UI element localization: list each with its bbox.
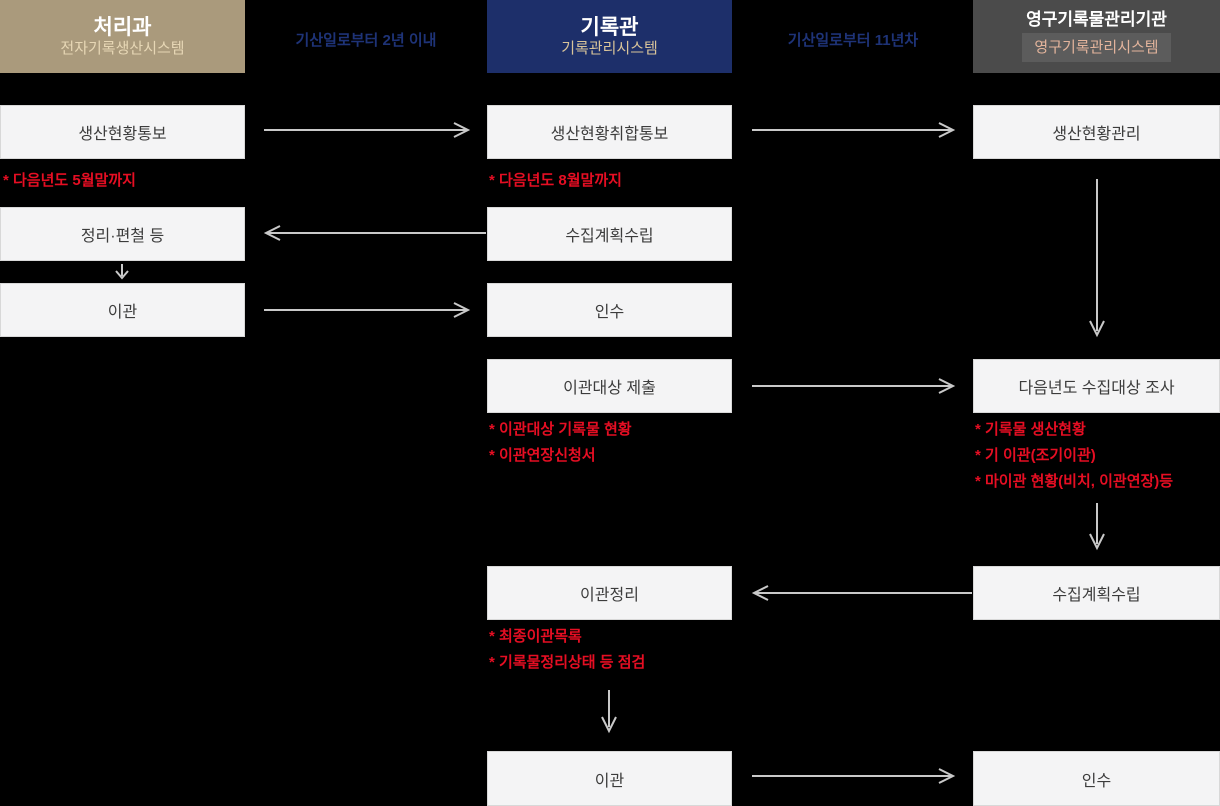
flow-box-transfer-arrangement: 이관정리 xyxy=(487,566,732,620)
arrow-down-arrangement-to-transfer-icon xyxy=(601,690,617,734)
flow-box-takeover-records-center: 인수 xyxy=(487,283,732,337)
header-records-center-title: 기록관 xyxy=(580,16,639,39)
flow-box-collection-plan-archives: 수집계획수립 xyxy=(973,566,1220,620)
note-final-transfer-list: * 최종이관목록 xyxy=(489,628,582,645)
flow-box-arrange-file: 정리·편철 등 xyxy=(0,207,245,261)
notes-next-year-collection-survey: * 기록물 생산현황 * 기 이관(조기이관) * 마이관 현황(비치, 이관연… xyxy=(975,417,1173,495)
arrow-down-management-to-survey-icon xyxy=(1089,179,1105,338)
note-already-transferred: * 기 이관(조기이관) xyxy=(975,447,1096,464)
notes-transfer-target-submission: * 이관대상 기록물 현황 * 이관연장신청서 xyxy=(489,417,632,469)
arrow-left-collection-plan-to-arrange-icon xyxy=(263,225,486,241)
flow-box-transfer-col1: 이관 xyxy=(0,283,245,337)
flow-box-next-year-collection-survey: 다음년도 수집대상 조사 xyxy=(973,359,1220,413)
header-processing-dept-title: 처리과 xyxy=(93,16,152,39)
flow-box-production-status-aggregate-report: 생산현황취합통보 xyxy=(487,105,732,159)
arrow-left-collection-plan-to-transfer-arrangement-icon xyxy=(751,585,972,601)
flow-box-transfer-col2: 이관 xyxy=(487,751,732,806)
header-archives-subtitle-badge: 영구기록관리시스템 xyxy=(1022,33,1171,62)
header-records-center-subtitle: 기록관리시스템 xyxy=(561,40,658,57)
header-records-center: 기록관 기록관리시스템 xyxy=(487,0,732,73)
note-records-arrangement-check: * 기록물정리상태 등 점검 xyxy=(489,654,646,671)
header-archives-title: 영구기록물관리기관 xyxy=(1026,10,1167,29)
notes-transfer-arrangement: * 최종이관목록 * 기록물정리상태 등 점검 xyxy=(489,624,645,676)
flow-box-production-status-management: 생산현황관리 xyxy=(973,105,1220,159)
note-by-end-of-may: * 다음년도 5월말까지 xyxy=(3,172,136,189)
header-processing-dept-subtitle: 전자기록생산시스템 xyxy=(60,40,185,57)
note-transfer-target-records-status: * 이관대상 기록물 현황 xyxy=(489,421,632,438)
flow-box-takeover-archives: 인수 xyxy=(973,751,1220,806)
flow-box-collection-plan-records-center: 수집계획수립 xyxy=(487,207,732,261)
header-processing-dept: 처리과 전자기록생산시스템 xyxy=(0,0,245,73)
note-untransferred-status: * 마이관 현황(비치, 이관연장)등 xyxy=(975,473,1174,490)
arrow-down-arrange-to-transfer-icon xyxy=(115,264,129,280)
arrow-right-report-to-aggregate-icon xyxy=(264,122,471,138)
arrow-right-submission-to-survey-icon xyxy=(752,378,956,394)
flow-box-transfer-target-submission: 이관대상 제출 xyxy=(487,359,732,413)
timeline-label-11th-year: 기산일로부터 11년차 xyxy=(787,32,919,49)
arrow-right-transfer-to-takeover-archives-icon xyxy=(752,768,956,784)
note-transfer-extension-application: * 이관연장신청서 xyxy=(489,447,596,464)
note-by-end-of-august: * 다음년도 8월말까지 xyxy=(489,172,622,189)
flow-box-production-status-report: 생산현황통보 xyxy=(0,105,245,159)
arrow-down-survey-to-collection-plan-icon xyxy=(1089,503,1105,551)
arrow-right-transfer-to-takeover-center-icon xyxy=(264,302,471,318)
arrow-right-aggregate-to-management-icon xyxy=(752,122,956,138)
header-archives: 영구기록물관리기관 영구기록관리시스템 xyxy=(973,0,1220,73)
note-records-production-status: * 기록물 생산현황 xyxy=(975,421,1086,438)
timeline-label-within-2-years: 기산일로부터 2년 이내 xyxy=(295,32,437,49)
